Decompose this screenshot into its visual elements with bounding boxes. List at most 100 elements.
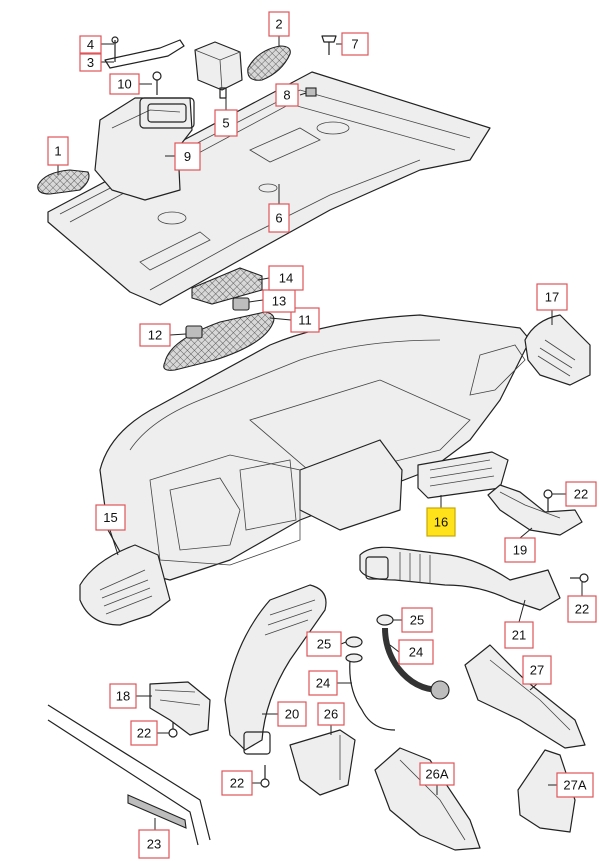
vent-15: [79, 544, 171, 626]
duct-20: [224, 584, 327, 755]
grille-1: [37, 169, 90, 195]
svg-text:11: 11: [298, 313, 312, 328]
svg-text:16: 16: [434, 515, 448, 530]
panel-26A: [374, 747, 481, 851]
cap-25-right: [376, 614, 394, 626]
svg-text:22: 22: [137, 726, 151, 741]
svg-text:15: 15: [103, 510, 117, 525]
svg-text:12: 12: [148, 328, 162, 343]
callout-7: 7: [341, 32, 369, 56]
callout-4: 4: [79, 35, 102, 54]
callout-21: 21: [504, 621, 534, 649]
svg-text:25: 25: [317, 637, 331, 652]
duct-21: [359, 546, 561, 611]
callout-22-left: 22: [130, 720, 158, 746]
svg-text:13: 13: [272, 294, 286, 309]
callout-27: 27: [522, 655, 552, 685]
hose-24-left: [345, 653, 396, 731]
callout-22-right: 22: [567, 595, 597, 623]
svg-text:27: 27: [530, 663, 544, 678]
callout-22-upper: 22: [565, 481, 597, 507]
callout-15: 15: [95, 504, 126, 531]
callout-11: 11: [290, 307, 320, 333]
svg-text:20: 20: [285, 707, 299, 722]
svg-text:7: 7: [351, 37, 358, 52]
screw-7: [321, 35, 337, 55]
svg-text:9: 9: [184, 149, 191, 164]
callout-22-bottom: 22: [221, 770, 253, 796]
svg-text:24: 24: [409, 645, 423, 660]
svg-text:22: 22: [574, 487, 588, 502]
cap-25-left: [345, 636, 363, 648]
svg-text:23: 23: [147, 837, 161, 852]
callout-6: 6: [268, 203, 290, 233]
bracket-18: [149, 681, 211, 736]
clip-12: [185, 325, 203, 339]
callout-26: 26: [317, 702, 345, 726]
svg-text:21: 21: [512, 628, 526, 643]
callout-1: 1: [47, 136, 69, 166]
callout-10: 10: [109, 73, 140, 95]
vent-16: [417, 451, 509, 499]
callout-23: 23: [138, 829, 170, 859]
callout-3: 3: [79, 53, 102, 72]
callout-16: 16: [426, 507, 456, 537]
callout-9: 9: [174, 142, 201, 171]
bracket-3: [104, 36, 185, 69]
svg-text:10: 10: [117, 77, 131, 92]
panel-26: [289, 729, 356, 796]
svg-text:22: 22: [575, 602, 589, 617]
svg-text:25: 25: [410, 613, 424, 628]
callout-25-right: 25: [401, 607, 433, 633]
sill-23: [47, 704, 211, 846]
callout-2: 2: [268, 11, 290, 37]
callout-17: 17: [536, 283, 568, 311]
callout-20: 20: [277, 701, 307, 727]
callout-14: 14: [268, 265, 304, 291]
svg-text:3: 3: [87, 55, 94, 70]
callout-26A: 26A: [419, 762, 455, 786]
vent-17: [524, 314, 591, 386]
callout-25-left: 25: [306, 631, 342, 657]
screw-22-right: [570, 573, 589, 583]
callout-12: 12: [139, 323, 171, 347]
panel-27: [464, 644, 586, 749]
duct-19: [487, 484, 583, 536]
speaker-grille-14: [191, 267, 263, 305]
svg-text:24: 24: [316, 676, 330, 691]
svg-text:19: 19: [513, 543, 527, 558]
svg-text:14: 14: [279, 271, 293, 286]
svg-text:8: 8: [283, 88, 290, 103]
svg-text:6: 6: [275, 211, 282, 226]
callout-5: 5: [214, 109, 238, 137]
svg-text:26: 26: [324, 707, 338, 722]
screw-22-upper: [543, 489, 553, 512]
clip-8: [305, 87, 317, 97]
callout-24-left: 24: [308, 670, 338, 696]
svg-text:2: 2: [275, 17, 282, 32]
clip-13: [232, 297, 250, 311]
callout-19: 19: [504, 537, 536, 563]
leader-lines: [57, 36, 583, 830]
callout-18: 18: [109, 683, 137, 709]
svg-text:27A: 27A: [563, 778, 586, 793]
svg-text:18: 18: [116, 689, 130, 704]
callout-27A: 27A: [556, 772, 594, 798]
screw-22-bottom: [260, 765, 270, 788]
callout-13: 13: [262, 289, 296, 313]
hose-24-right: [382, 627, 450, 700]
panel-27A: [517, 749, 576, 833]
screw-10: [152, 71, 162, 95]
callout-8: 8: [275, 83, 299, 107]
svg-text:17: 17: [545, 290, 559, 305]
svg-text:22: 22: [230, 776, 244, 791]
module-5: [194, 41, 243, 99]
svg-text:5: 5: [222, 116, 229, 131]
callout-labels: 1 2 3 4 5 6 7 8 9 10 11 12 13 14 15 16 1…: [47, 11, 597, 859]
callout-24-right: 24: [398, 639, 434, 665]
svg-text:4: 4: [87, 37, 94, 52]
dashboard: [99, 314, 531, 581]
grille-2: [247, 45, 291, 81]
svg-text:1: 1: [54, 144, 61, 159]
